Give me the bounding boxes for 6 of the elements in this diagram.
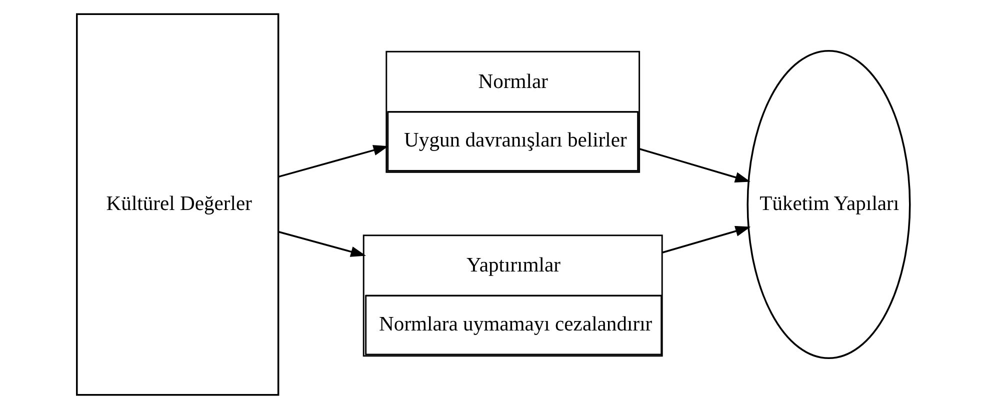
arrow bbox=[278, 145, 389, 178]
node-box: Kültürel Değerler bbox=[76, 13, 280, 396]
arrow bbox=[278, 230, 366, 257]
node-ellipse: Tüketim Yapıları bbox=[746, 50, 911, 360]
arrow bbox=[639, 148, 750, 183]
arrow bbox=[662, 226, 751, 254]
